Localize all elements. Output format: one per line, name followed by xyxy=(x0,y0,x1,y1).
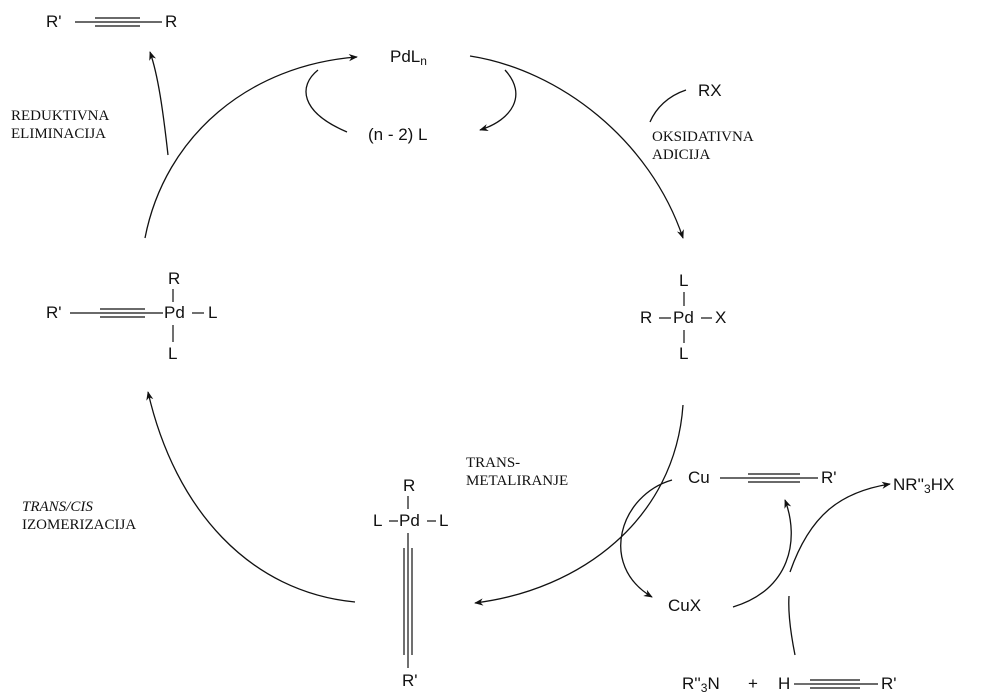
arc-oxidative-addition-arrow xyxy=(469,55,684,239)
rx-entry-curve xyxy=(649,89,687,123)
complex-left-right-l: L xyxy=(208,303,218,322)
complex-right-bottom-l: L xyxy=(679,344,689,363)
complex-right-top-l: L xyxy=(679,271,689,290)
arc-to-product-arrow xyxy=(149,51,169,156)
complex-left-pd: Pd xyxy=(164,303,185,322)
aryl-halide-rx: RX xyxy=(698,81,722,100)
complex-right-pd: Pd xyxy=(673,308,694,327)
complex-bottom-left-l: L xyxy=(373,511,383,530)
to-amine-salt-arrow xyxy=(789,481,891,573)
complex-right-r: R xyxy=(640,308,653,327)
product-r: R xyxy=(165,12,178,31)
amine-salt: NR''3HX xyxy=(893,475,955,496)
amine-base: R''3N xyxy=(682,674,720,695)
reductive-elimination-label: REDUKTIVNA ELIMINACIJA xyxy=(11,108,110,142)
complex-left-bottom-l: L xyxy=(168,344,178,363)
cu-to-cux-arrow xyxy=(620,479,673,598)
transmetalation-label: TRANS- METALIRANJE xyxy=(466,455,569,489)
copper-acetylide-cu: Cu xyxy=(688,468,710,487)
arc-transmetalation-arrow xyxy=(474,404,684,606)
catalyst-pdln: PdLn xyxy=(390,47,427,68)
plus-sign: + xyxy=(748,674,758,693)
copper-acetylide-r-prime: R' xyxy=(821,468,837,487)
complex-bottom-right-l: L xyxy=(439,511,449,530)
complex-right-x: X xyxy=(715,308,727,327)
ligand-out-arrow xyxy=(479,69,517,132)
ligand-loss: (n - 2) L xyxy=(368,125,428,144)
copper-halide-cux: CuX xyxy=(668,596,702,615)
amine-alkyne-entry-curve xyxy=(788,595,796,656)
ligand-in-curve xyxy=(305,69,348,133)
alkyne-r-prime: R' xyxy=(881,674,897,693)
alkyne-h: H xyxy=(778,674,791,693)
arc-isomerization-arrow xyxy=(146,391,356,603)
complex-left-r-prime: R' xyxy=(46,303,62,322)
complex-bottom-top-r: R xyxy=(403,476,416,495)
product-r-prime: R' xyxy=(46,12,62,31)
isomerization-label: TRANS/CIS IZOMERIZACIJA xyxy=(22,499,137,533)
complex-bottom-pd: Pd xyxy=(399,511,420,530)
oxidative-addition-label: OKSIDATIVNA ADICIJA xyxy=(652,129,754,163)
complex-left-top-r: R xyxy=(168,269,181,288)
cux-to-cu-arrow xyxy=(732,499,792,608)
arc-reductive-elimination-arrow xyxy=(144,54,358,239)
complex-bottom-r-prime: R' xyxy=(402,671,418,690)
